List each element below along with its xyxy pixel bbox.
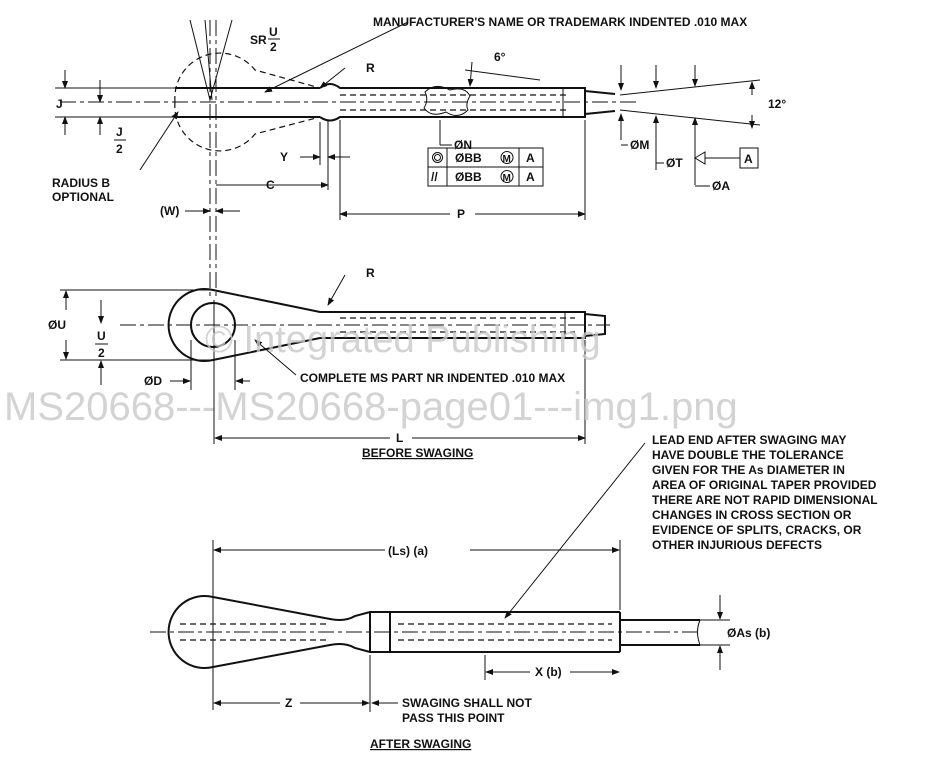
- m-label: ØM: [630, 138, 649, 152]
- top-view: MANUFACTURER'S NAME OR TRADEMARK INDENTE…: [52, 15, 786, 300]
- fcf-datum-2: A: [526, 170, 535, 184]
- c-label: C: [266, 178, 275, 192]
- datum-a: A: [744, 152, 753, 166]
- r-label-side: R: [366, 266, 375, 280]
- ls-label: (Ls) (a): [388, 544, 428, 558]
- before-swaging-title: BEFORE SWAGING: [362, 446, 473, 460]
- l-label: L: [396, 431, 403, 445]
- a-label: ØA: [712, 179, 730, 193]
- after-swaging-title: AFTER SWAGING: [370, 737, 471, 751]
- note-line: OTHER INJURIOUS DEFECTS: [652, 538, 822, 552]
- note-line: HAVE DOUBLE THE TOLERANCE: [652, 448, 844, 462]
- fcf-tol-1: ØBB: [455, 151, 482, 165]
- angle-6: 6°: [494, 50, 506, 64]
- note-line: CHANGES IN CROSS SECTION OR: [652, 508, 852, 522]
- side-view: R ØU U 2 COMPLETE MS PART NR INDENTED .0…: [48, 266, 610, 460]
- y-label: Y: [280, 150, 288, 164]
- j-half-den: 2: [116, 142, 123, 156]
- angle-12: 12°: [768, 97, 786, 111]
- x-label: X (b): [535, 665, 562, 679]
- u-half-den: 2: [98, 346, 105, 360]
- fcf-mod-1: M: [503, 154, 511, 165]
- sr-label: SR: [250, 33, 267, 47]
- note-line: EVIDENCE OF SPLITS, CRACKS, OR: [652, 523, 862, 537]
- note-line: GIVEN FOR THE As DIAMETER IN: [652, 463, 845, 477]
- u-half-num: U: [97, 329, 106, 343]
- after-view: LEAD END AFTER SWAGING MAY HAVE DOUBLE T…: [150, 433, 878, 751]
- watermark-line2: MS20668---MS20668-page01---img1.png: [4, 385, 738, 429]
- feature-control-frame: // ØBB M A ØBB M A: [427, 147, 544, 187]
- as-label: ØAs (b): [727, 626, 770, 640]
- sr-2: 2: [270, 40, 277, 54]
- manufacturer-note: MANUFACTURER'S NAME OR TRADEMARK INDENTE…: [373, 15, 747, 29]
- w-label: (W): [160, 204, 179, 218]
- j-half-num: J: [116, 125, 123, 139]
- note-line: AREA OF ORIGINAL TAPER PROVIDED: [652, 478, 877, 492]
- fcf-tol-2: ØBB: [455, 170, 482, 184]
- j-label: J: [56, 97, 63, 111]
- swage-note-1: SWAGING SHALL NOT: [402, 696, 532, 710]
- note-line: THERE ARE NOT RAPID DIMENSIONAL: [652, 493, 878, 507]
- note-line: LEAD END AFTER SWAGING MAY: [652, 433, 846, 447]
- u-label: ØU: [48, 318, 66, 332]
- parallelism-symbol: //: [431, 170, 438, 184]
- r-label-top: R: [366, 61, 375, 75]
- t-label: ØT: [666, 156, 683, 170]
- concentricity-icon: [432, 152, 443, 163]
- fcf-mod-2: M: [503, 173, 511, 184]
- lead-end-note: LEAD END AFTER SWAGING MAY HAVE DOUBLE T…: [652, 433, 878, 552]
- z-label: Z: [285, 696, 292, 710]
- n-label: ØN: [454, 138, 472, 152]
- d-label: ØD: [144, 374, 162, 388]
- part-number-note: COMPLETE MS PART NR INDENTED .010 MAX: [300, 371, 565, 385]
- swage-note-2: PASS THIS POINT: [402, 711, 505, 725]
- optional-label: OPTIONAL: [52, 190, 114, 204]
- p-label: P: [457, 207, 465, 221]
- fcf-datum-1: A: [526, 151, 535, 165]
- radius-b-label: RADIUS B: [52, 176, 110, 190]
- watermark-line1: © Integrated Publishing: [205, 319, 601, 361]
- sr-u: U: [269, 25, 278, 39]
